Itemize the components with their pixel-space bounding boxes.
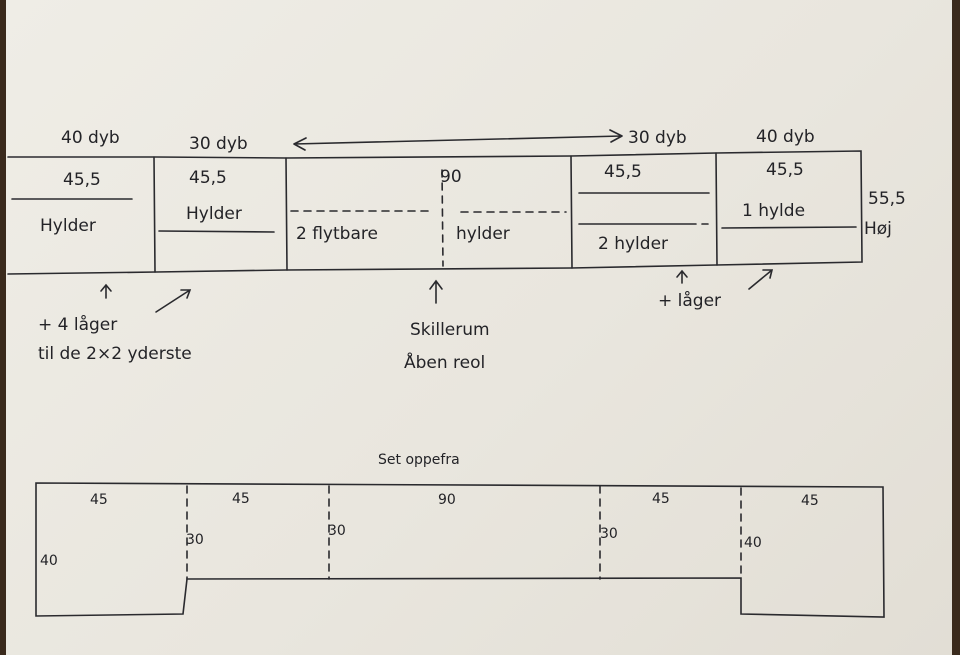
shelf-content-label: Hylder: [186, 204, 242, 224]
width-label: 90: [440, 167, 462, 187]
shelf-line: [158, 230, 275, 233]
shelf-content-label: 2 flytbare: [296, 224, 378, 244]
height-unit: Høj: [864, 219, 892, 239]
double-arrow: [293, 129, 623, 151]
note-left: til de 2×2 yderste: [38, 344, 192, 364]
shelf-content-label: Hylder: [40, 216, 96, 236]
shelf-content-label: 1 hylde: [742, 201, 805, 221]
note-center: Åben reol: [404, 351, 485, 373]
top-outline: [35, 482, 885, 618]
top-depth-label: 30: [600, 526, 618, 542]
furniture-sketch: 40 dyb 30 dyb 30 dyb 40 dyb 45,5 45,5 90…: [7, 127, 906, 618]
width-label: 45,5: [63, 170, 101, 190]
divider-2: [285, 157, 288, 271]
divider-4: [715, 152, 718, 266]
arrow-up: [429, 279, 443, 304]
arrow-up: [676, 269, 688, 284]
arrow-diagonal: [155, 289, 192, 313]
note-right: + låger: [658, 290, 721, 311]
top-depth-label: 40: [744, 535, 762, 551]
top-depth-label: 40: [40, 553, 58, 569]
height-label: 55,5: [868, 189, 906, 209]
center-divider-dashed: [441, 169, 444, 267]
top-width-label: 45: [232, 491, 250, 507]
top-width-label: 45: [652, 491, 670, 507]
shelf-line: [721, 226, 857, 229]
note-center: Skillerum: [410, 320, 490, 340]
shelf-content-label: hylder: [456, 224, 510, 244]
arrow-up: [100, 283, 112, 299]
arrow-diagonal: [748, 269, 774, 290]
top-depth-label: 30: [328, 523, 346, 539]
paper-sheet: 40 dyb 30 dyb 30 dyb 40 dyb 45,5 45,5 90…: [6, 0, 952, 655]
front-outline: [7, 150, 863, 275]
divider-1: [153, 156, 156, 273]
depth-label: 40 dyb: [756, 127, 815, 147]
top-width-label: 90: [438, 492, 456, 508]
front-view: [7, 129, 863, 313]
depth-label: 30 dyb: [628, 128, 687, 148]
note-left: + 4 låger: [38, 314, 117, 335]
top-depth-label: 30: [186, 532, 204, 548]
width-label: 45,5: [766, 160, 804, 180]
depth-label: 40 dyb: [61, 128, 120, 148]
top-view-title: Set oppefra: [378, 452, 460, 468]
depth-label: 30 dyb: [189, 134, 248, 154]
shelf-content-label: 2 hylder: [598, 234, 668, 254]
width-label: 45,5: [604, 162, 642, 182]
width-label: 45,5: [189, 168, 227, 188]
top-view: [35, 482, 885, 618]
divider-3: [570, 155, 573, 269]
top-width-label: 45: [90, 492, 108, 508]
top-width-label: 45: [801, 493, 819, 509]
